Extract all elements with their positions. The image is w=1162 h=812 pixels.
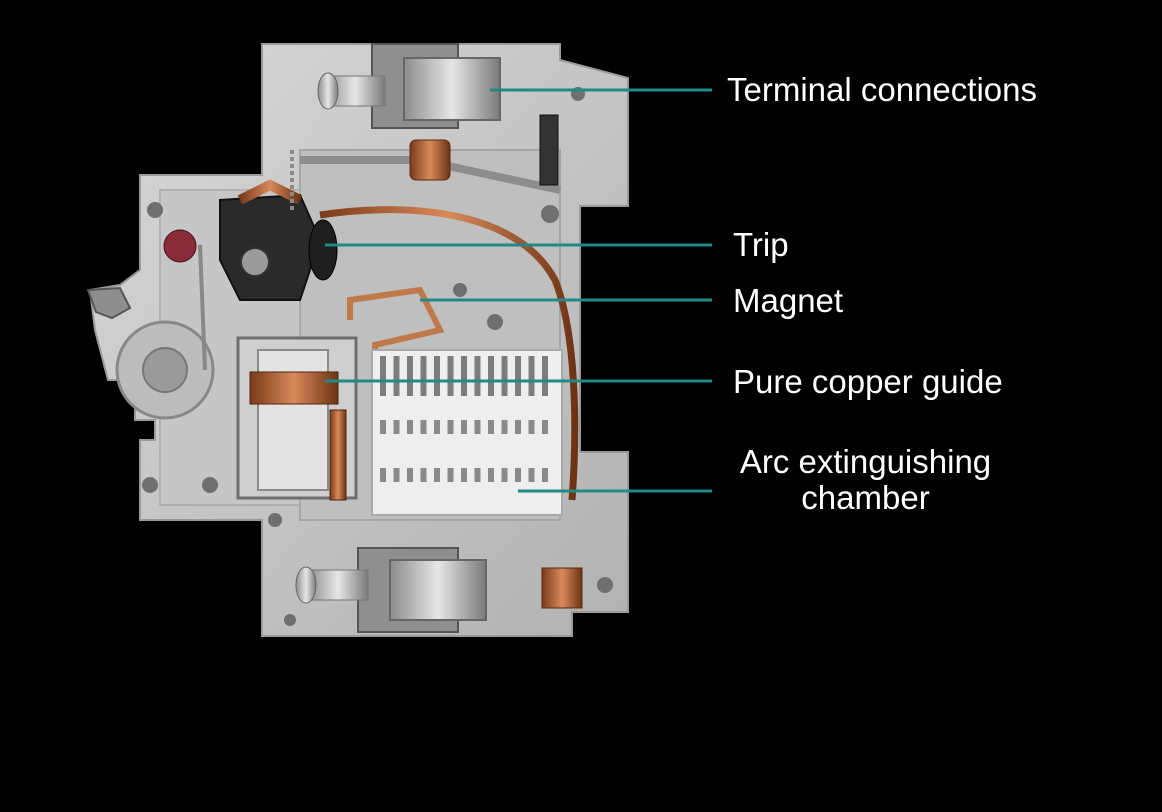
arc-plate-slot xyxy=(407,420,413,434)
arc-plate-slot xyxy=(474,420,481,434)
arc-plate xyxy=(434,356,440,396)
label-arc-extinguishing-chamber: Arc extinguishing chamber xyxy=(733,444,998,516)
arc-plate-slot xyxy=(380,420,386,434)
arc-plate-slot xyxy=(447,468,454,482)
arc-plate-slot xyxy=(515,468,521,482)
top-terminal xyxy=(317,43,501,129)
toggle-handle xyxy=(86,229,215,420)
arc-plate-slot xyxy=(515,420,521,434)
arc-plate xyxy=(542,356,548,396)
housing-holes xyxy=(142,87,613,626)
arc-plate-slot xyxy=(542,420,548,434)
bottom-terminal xyxy=(295,547,583,633)
trip-mechanism xyxy=(219,150,338,301)
label-trip: Trip xyxy=(733,226,789,263)
arc-plate xyxy=(447,356,454,396)
arc-plate-slot xyxy=(501,420,508,434)
label-pure-copper-guide: Pure copper guide xyxy=(733,363,1003,400)
magnetic-coil xyxy=(236,336,358,501)
arc-plate xyxy=(393,356,400,396)
arc-plate xyxy=(474,356,481,396)
arc-plate xyxy=(501,356,508,396)
arc-plate-slot xyxy=(434,468,440,482)
arc-plate xyxy=(488,356,494,396)
arc-plate-slot xyxy=(407,468,413,482)
arc-plate-slot xyxy=(528,468,535,482)
arc-plate-slot xyxy=(542,468,548,482)
arc-plate-slot xyxy=(380,468,386,482)
arc-plate xyxy=(380,356,386,396)
arc-plate-slot xyxy=(474,468,481,482)
arc-plate-slot xyxy=(447,420,454,434)
label-terminal-connections: Terminal connections xyxy=(727,71,1037,108)
label-arc-line-2: chamber xyxy=(801,479,930,516)
arc-plate-slot xyxy=(420,420,427,434)
arc-plate xyxy=(407,356,413,396)
label-magnet: Magnet xyxy=(733,282,844,319)
arc-plate-slot xyxy=(420,468,427,482)
arc-plate xyxy=(528,356,535,396)
arc-plate-slot xyxy=(501,468,508,482)
arc-plate-slot xyxy=(393,468,400,482)
arc-plate-slot xyxy=(528,420,535,434)
arc-plate-slot xyxy=(393,420,400,434)
copper-arc-runner xyxy=(319,206,579,501)
arc-plate xyxy=(461,356,467,396)
arc-plate-slot xyxy=(488,420,494,434)
arc-plate-slot xyxy=(434,420,440,434)
arc-plate xyxy=(420,356,427,396)
arc-chamber xyxy=(371,349,563,516)
arc-plate-slot xyxy=(461,468,467,482)
arc-plate-slot xyxy=(461,420,467,434)
label-arc-line-1: Arc extinguishing xyxy=(739,443,992,480)
arc-plate-slot xyxy=(488,468,494,482)
arc-plate xyxy=(515,356,521,396)
